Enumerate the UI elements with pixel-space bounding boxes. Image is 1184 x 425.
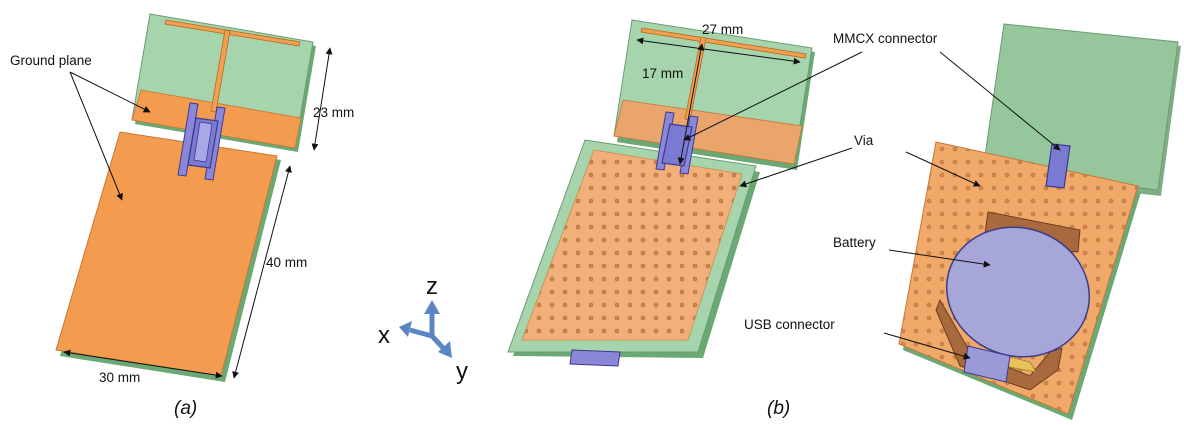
panel-b-battery-board: MMCX connector Via Battery USB connector xyxy=(683,23,1181,420)
battery-arrow xyxy=(888,249,991,268)
via-arrow-1 xyxy=(739,147,853,188)
x-axis-head xyxy=(399,321,412,337)
dim-23-label: 23 mm xyxy=(313,105,354,120)
antenna-a-arm xyxy=(164,19,301,47)
via-label: Via xyxy=(854,133,874,148)
via-arrow-2 xyxy=(905,151,981,187)
z-axis-label: z xyxy=(426,273,438,300)
dim-17-arrow xyxy=(677,43,705,165)
y-axis-label: y xyxy=(456,358,468,385)
ground-plane-arrow-1 xyxy=(69,71,151,113)
z-axis-head xyxy=(424,300,440,314)
board-c-top-substrate xyxy=(982,23,1179,191)
dim-27-arrow xyxy=(636,37,801,65)
dim-40-label: 40 mm xyxy=(266,255,307,270)
dim-30-label: 30 mm xyxy=(99,370,140,385)
board-b-top-ground xyxy=(613,99,803,165)
mmcx-connector-c xyxy=(1045,143,1071,189)
axes-triad: z x y xyxy=(378,273,468,385)
mmcx-connector-label: MMCX connector xyxy=(833,31,938,46)
ground-plane-label: Ground plane xyxy=(10,53,92,68)
dim-40-arrow xyxy=(232,165,292,379)
dim-30-arrow xyxy=(63,349,223,379)
panel-b-board: 27 mm 17 mm (b) xyxy=(507,19,815,419)
connector-a xyxy=(177,102,226,181)
usb-arrow xyxy=(883,332,971,360)
dim-17-label: 17 mm xyxy=(642,66,683,81)
board-b-vias xyxy=(522,150,742,340)
usb-connector-c xyxy=(963,345,1011,383)
usb-connector-b xyxy=(569,349,621,367)
battery-label: Battery xyxy=(833,235,876,250)
usb-connector-label: USB connector xyxy=(744,317,835,332)
caption-b: (b) xyxy=(767,398,790,419)
caption-a: (a) xyxy=(174,398,197,419)
dim-23-arrow xyxy=(311,47,333,151)
dim-27-label: 27 mm xyxy=(702,22,743,37)
mmcx-arrow-1 xyxy=(683,51,863,141)
panel-a: Ground plane 23 mm 40 mm 30 mm (a) xyxy=(10,13,354,419)
mmcx-arrow-2 xyxy=(939,51,1061,151)
y-axis-head xyxy=(438,341,452,358)
x-axis-arrow xyxy=(409,327,433,339)
x-axis-label: x xyxy=(378,322,390,349)
ground-plane-arrow-2 xyxy=(69,71,123,201)
